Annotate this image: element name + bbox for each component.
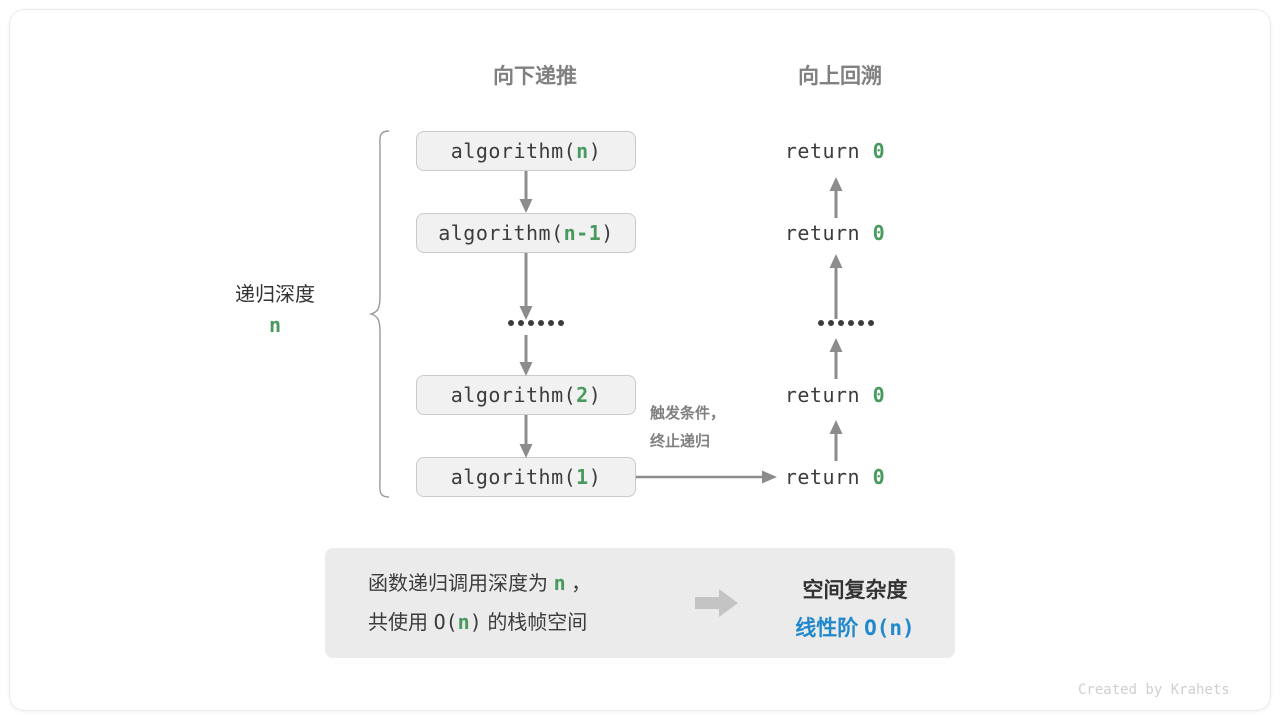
return-value: 0 bbox=[872, 139, 886, 163]
summary-text-b: 共使用 bbox=[368, 612, 428, 634]
up-arrow-3 bbox=[826, 337, 846, 379]
summary-bigo-open: O( bbox=[433, 610, 458, 634]
complexity-value: 线性阶 O(n) bbox=[765, 610, 945, 648]
return-statement-second: return 0 bbox=[725, 221, 945, 245]
return-statement-top: return 0 bbox=[725, 139, 945, 163]
down-arrow-3 bbox=[516, 335, 536, 377]
summary-depth-n: n bbox=[553, 571, 566, 595]
summary-left-line-2: 共使用 O(n) 的栈帧空间 bbox=[368, 603, 591, 642]
recursion-depth-title: 递归深度 bbox=[235, 284, 315, 306]
call-box-n-minus-1-suffix: ) bbox=[601, 221, 614, 245]
base-case-arrow bbox=[636, 465, 778, 489]
complexity-notation: O(n) bbox=[864, 615, 915, 640]
summary-right-text: 空间复杂度 线性阶 O(n) bbox=[765, 572, 945, 648]
return-value: 0 bbox=[872, 465, 886, 489]
call-box-2-prefix: algorithm( bbox=[450, 383, 577, 407]
return-ellipsis bbox=[818, 320, 874, 326]
column-header-up: 向上回溯 bbox=[798, 65, 882, 88]
credit-text: Created by Krahets bbox=[1078, 682, 1230, 698]
recursion-depth-label: 递归深度 n bbox=[185, 280, 365, 340]
call-box-n[interactable]: algorithm(n) bbox=[416, 131, 636, 171]
call-box-1-arg: 1 bbox=[576, 465, 589, 489]
call-box-n-prefix: algorithm( bbox=[450, 139, 577, 163]
call-box-2-suffix: ) bbox=[588, 383, 602, 407]
diagram-card: 向下递推 向上回溯 递归深度 n algorithm(n) algorithm(… bbox=[10, 10, 1270, 710]
summary-comma: ， bbox=[571, 573, 592, 595]
down-arrow-1 bbox=[516, 171, 536, 215]
return-statement-bottom: return 0 bbox=[725, 465, 945, 489]
column-header-down: 向下递推 bbox=[493, 65, 577, 88]
diagram-stage: 向下递推 向上回溯 递归深度 n algorithm(n) algorithm(… bbox=[10, 10, 1270, 710]
summary-bigo-close: ) bbox=[469, 610, 482, 634]
summary-text-c: 的栈帧空间 bbox=[487, 612, 588, 634]
return-keyword: return bbox=[784, 221, 861, 245]
call-box-1-suffix: ) bbox=[588, 465, 602, 489]
call-box-n-minus-1-arg: n-1 bbox=[563, 221, 602, 245]
trigger-condition-note: 触发条件， 终止递归 bbox=[650, 400, 725, 456]
summary-left-line-1: 函数递归调用深度为 n ， bbox=[368, 564, 591, 603]
implies-arrow-icon bbox=[695, 588, 739, 618]
depth-brace bbox=[368, 128, 394, 500]
return-keyword: return bbox=[784, 465, 861, 489]
return-value: 0 bbox=[872, 383, 886, 407]
summary-left-text: 函数递归调用深度为 n ， 共使用 O(n) 的栈帧空间 bbox=[368, 564, 591, 642]
up-arrow-4 bbox=[826, 419, 846, 461]
call-box-2-arg: 2 bbox=[576, 383, 589, 407]
summary-panel: 函数递归调用深度为 n ， 共使用 O(n) 的栈帧空间 空间复杂度 线性阶 O… bbox=[325, 548, 955, 658]
up-arrow-2 bbox=[826, 253, 846, 319]
trigger-note-line2: 终止递归 bbox=[650, 432, 711, 450]
up-arrow-1 bbox=[826, 176, 846, 218]
call-box-n-suffix: ) bbox=[588, 139, 602, 163]
down-arrow-4 bbox=[516, 415, 536, 459]
summary-text-a: 函数递归调用深度为 bbox=[368, 573, 548, 595]
complexity-title: 空间复杂度 bbox=[802, 579, 908, 602]
return-keyword: return bbox=[784, 139, 861, 163]
call-box-2[interactable]: algorithm(2) bbox=[416, 375, 636, 415]
trigger-note-line1: 触发条件， bbox=[650, 405, 726, 422]
summary-bigo-n: n bbox=[457, 610, 470, 634]
return-keyword: return bbox=[784, 383, 861, 407]
call-box-n-minus-1[interactable]: algorithm(n-1) bbox=[416, 213, 636, 253]
return-value: 0 bbox=[872, 221, 886, 245]
call-box-n-arg: n bbox=[576, 139, 589, 163]
call-stack-ellipsis bbox=[508, 320, 564, 326]
return-statement-fourth: return 0 bbox=[725, 383, 945, 407]
call-box-1[interactable]: algorithm(1) bbox=[416, 457, 636, 497]
call-box-1-prefix: algorithm( bbox=[450, 465, 577, 489]
call-box-n-minus-1-prefix: algorithm( bbox=[438, 221, 564, 245]
recursion-depth-value: n bbox=[268, 313, 282, 337]
down-arrow-2 bbox=[516, 253, 536, 321]
complexity-order: 线性阶 bbox=[795, 616, 859, 640]
